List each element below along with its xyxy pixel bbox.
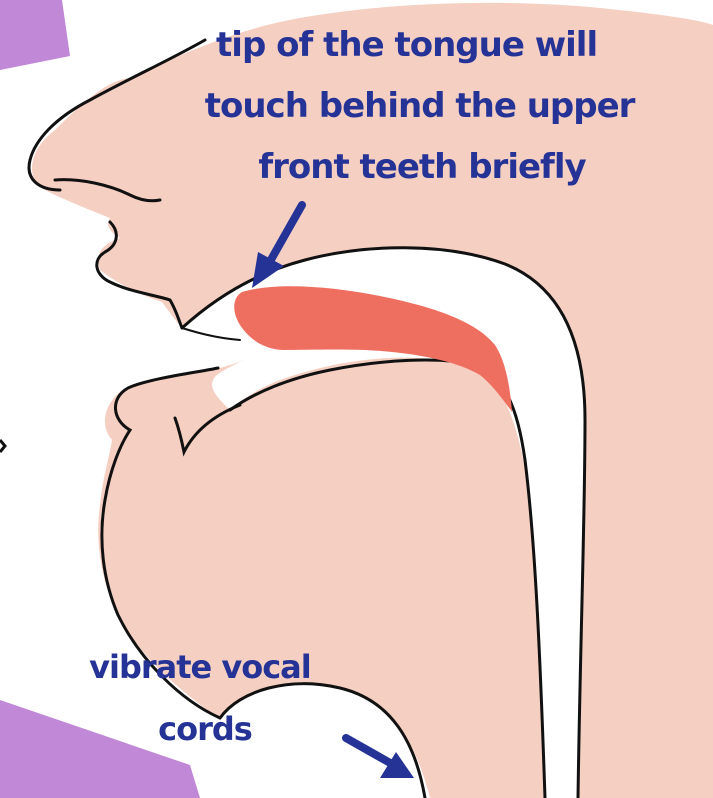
tongue-tip-label-line-3: front teeth briefly — [258, 147, 586, 187]
outside-mark — [0, 440, 5, 452]
vocal-cords-label-line-1: vibrate vocal — [89, 648, 311, 686]
tongue-tip-label: tip of the tongue will touch behind the … — [205, 25, 646, 187]
tongue-tip-label-line-2: touch behind the upper — [205, 86, 636, 126]
purple-corner-top-left — [0, 0, 70, 70]
arrow-to-vocal-cords — [346, 738, 414, 778]
vocal-cords-label-line-2: cords — [158, 710, 252, 748]
tongue-tip-label-line-1: tip of the tongue will — [216, 25, 597, 65]
upper-teeth-outline — [182, 328, 240, 340]
